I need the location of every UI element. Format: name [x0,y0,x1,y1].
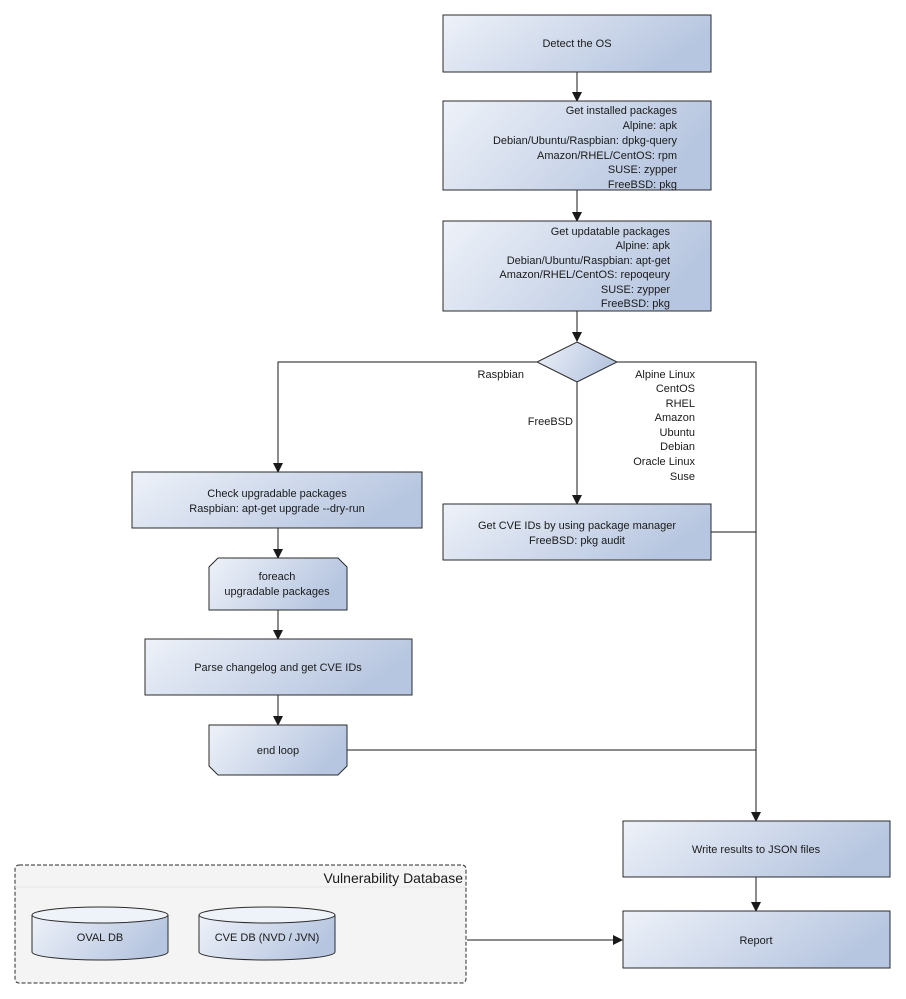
write-json-text: Write results to JSON files [692,844,821,856]
other-os-7: Suse [670,471,695,483]
vulnerability-database-title: Vulnerability Database [323,870,463,886]
other-os-0: Alpine Linux [635,369,695,381]
installed-line-0: Get installed packages [566,105,678,117]
edge-decision-to-check-upgradable [273,361,537,473]
updatable-line-5: FreeBSD: pkg [601,298,670,310]
cve-pkg-manager-line-1: FreeBSD: pkg audit [529,535,625,547]
installed-line-1: Alpine: apk [623,120,678,132]
report-text: Report [739,935,772,947]
oval-db-label: OVAL DB [77,932,123,944]
edge-label-freebsd: FreeBSD [528,416,573,428]
end-loop-box: end loop [208,724,348,776]
edge-decision-to-write-json [617,361,761,822]
updatable-line-0: Get updatable packages [551,226,671,238]
foreach-line-0: foreach [259,571,296,583]
other-os-2: RHEL [666,398,695,410]
edges [273,72,761,945]
other-os-6: Oracle Linux [633,456,695,468]
cve-db-cylinder: CVE DB (NVD / JVN) [198,906,336,961]
updatable-line-1: Alpine: apk [616,240,671,252]
report-box: Report [622,910,891,969]
updatable-line-3: Amazon/RHEL/CentOS: repoqeury [499,269,670,281]
updatable-packages-box: Get updatable packages Alpine: apk Debia… [442,220,712,312]
check-upgradable-line-0: Check upgradable packages [207,488,347,500]
edge-label-other-os-list: Alpine Linux CentOS RHEL Amazon Ubuntu D… [633,369,695,483]
installed-line-2: Debian/Ubuntu/Raspbian: dpkg-query [493,135,678,147]
other-os-3: Amazon [655,412,695,424]
write-json-box: Write results to JSON files [622,820,891,878]
foreach-loop-start: foreach upgradable packages [208,557,348,611]
os-decision-diamond [535,341,619,383]
end-loop-text: end loop [257,745,299,757]
cve-db-label: CVE DB (NVD / JVN) [215,932,320,944]
cve-pkg-manager-box: Get CVE IDs by using package manager Fre… [442,503,712,561]
oval-db-cylinder: OVAL DB [31,906,169,961]
other-os-5: Debian [660,441,695,453]
installed-line-3: Amazon/RHEL/CentOS: rpm [537,150,677,162]
installed-line-4: SUSE: zypper [608,164,677,176]
other-os-4: Ubuntu [660,427,695,439]
cve-pkg-manager-line-0: Get CVE IDs by using package manager [478,520,676,532]
detect-os-box: Detect the OS [442,14,712,73]
foreach-line-1: upgradable packages [224,586,330,598]
check-upgradable-box: Check upgradable packages Raspbian: apt-… [131,471,423,529]
vulnerability-database-group: Vulnerability Database OVAL DB CVE DB (N… [14,864,467,984]
detect-os-text: Detect the OS [542,38,611,50]
updatable-line-4: SUSE: zypper [601,284,670,296]
parse-changelog-box: Parse changelog and get CVE IDs [144,638,413,696]
installed-packages-box: Get installed packages Alpine: apk Debia… [442,100,712,191]
check-upgradable-line-1: Raspbian: apt-get upgrade --dry-run [189,503,364,515]
other-os-1: CentOS [656,383,695,395]
parse-changelog-text: Parse changelog and get CVE IDs [194,662,362,674]
installed-line-5: FreeBSD: pkg [608,179,677,191]
updatable-line-2: Debian/Ubuntu/Raspbian: apt-get [507,255,670,267]
edge-label-raspbian: Raspbian [478,369,524,381]
